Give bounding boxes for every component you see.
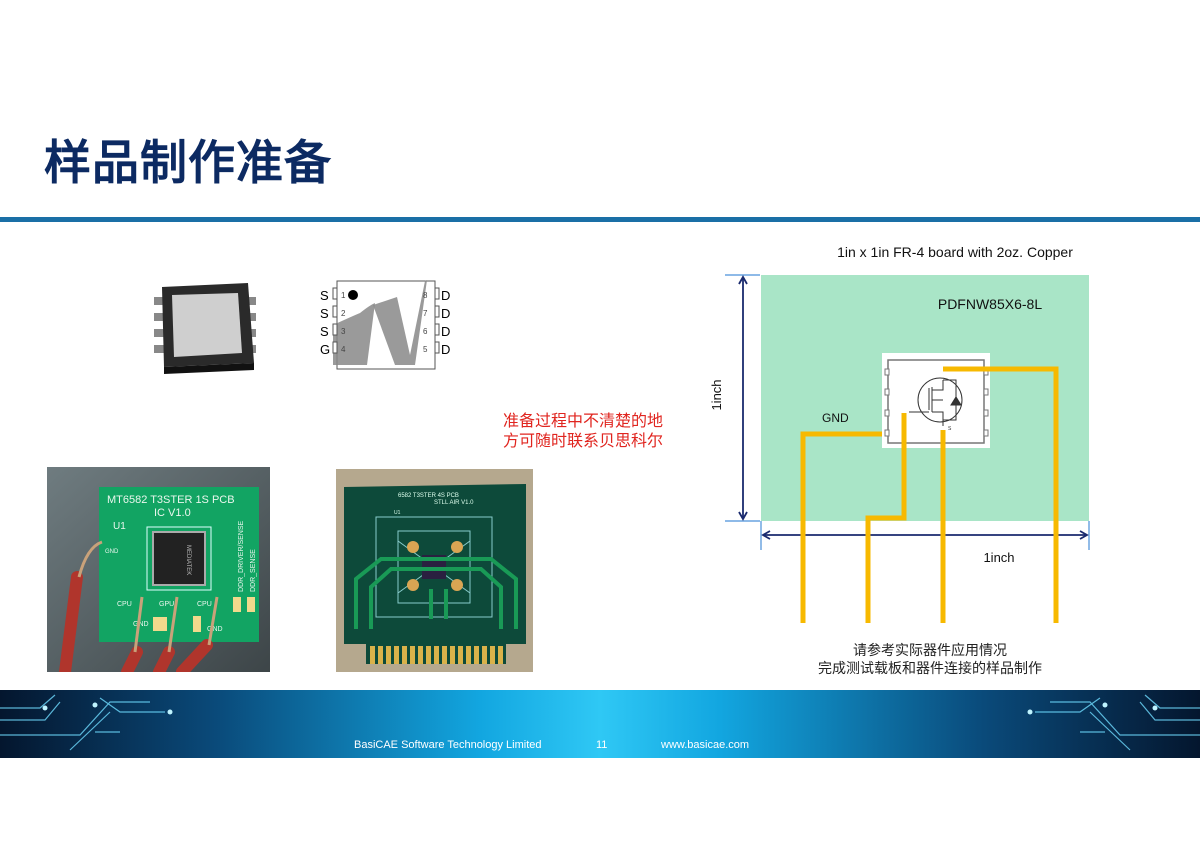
mosfet-symbol-icon: [909, 377, 963, 426]
pin-label: D: [441, 288, 450, 303]
title-divider: [0, 217, 1200, 222]
pcb1-label: MT6582 T3STER 1S PCB: [107, 494, 235, 506]
pin-number: 8: [423, 291, 428, 300]
dimension-ticks: [725, 274, 1090, 550]
pin-label: S: [320, 288, 329, 303]
slide-title: 样品制作准备: [44, 136, 332, 191]
pcb1-chip-label: MEDIATEK: [185, 545, 191, 575]
source-pin-label: S: [948, 426, 952, 432]
pin-pad: [332, 305, 338, 318]
pcb2-label: 6582 T3STER 4S PCB: [398, 493, 459, 499]
pin-label: S: [320, 324, 329, 339]
package-label: PDFNW85X6-8L: [938, 296, 1042, 312]
edge-connector-finger: [426, 646, 431, 664]
pin-label: S: [320, 306, 329, 321]
pin-label: G: [320, 342, 330, 357]
pin-number: 6: [423, 327, 428, 336]
edge-connector-finger: [490, 646, 495, 664]
caption-line-2: 完成测试载板和器件连接的样品制作: [818, 661, 1042, 677]
pin-number: 1: [341, 291, 346, 300]
caption-line-1: 请参考实际器件应用情况: [853, 643, 1007, 659]
note-line-1: 准备过程中不清楚的地: [503, 411, 664, 430]
footer-page-number: 11: [596, 739, 608, 751]
pin-number: 5: [423, 345, 428, 354]
pin-pad: [332, 323, 338, 336]
gnd-label: GND: [822, 411, 849, 425]
edge-connector-finger: [442, 646, 447, 664]
pin-label: D: [441, 324, 450, 339]
photo-pcb-quad: 6582 T3STER 4S PCB STLL AIR V1.0 U1: [336, 469, 533, 672]
pcb1-gnd: GND: [105, 549, 119, 555]
edge-connector-finger: [474, 646, 479, 664]
pcb2-u1: U1: [394, 510, 401, 516]
copper-traces: [800, 366, 1059, 623]
diagram-heading: 1in x 1in FR-4 board with 2oz. Copper: [837, 244, 1073, 260]
pin-label: D: [441, 342, 450, 357]
package-image: [154, 283, 256, 374]
edge-connector-finger: [370, 646, 375, 664]
edge-connector-finger: [402, 646, 407, 664]
pin-label: D: [441, 306, 450, 321]
pcb1-version: IC V1.0: [154, 507, 191, 519]
diagram-caption: 请参考实际器件应用情况 完成测试载板和器件连接的样品制作: [780, 642, 1080, 678]
pcb1-cpu: CPU: [117, 601, 132, 608]
note-line-2: 方可随时联系贝思科尔: [503, 431, 664, 450]
photo-pcb-single: MT6582 T3STER 1S PCB IC V1.0 U1 MEDIATEK…: [47, 467, 270, 672]
pcb1-ddr2: DDR_SENSE: [250, 549, 257, 592]
pcb2-version: STLL AIR V1.0: [434, 500, 474, 506]
pin-number: 2: [341, 309, 346, 318]
pin-number: 7: [423, 309, 428, 318]
circuit-decoration: [0, 694, 1200, 751]
edge-connector-finger: [386, 646, 391, 664]
edge-connector-finger: [434, 646, 439, 664]
pin-pad: [434, 287, 440, 300]
edge-connector-finger: [418, 646, 423, 664]
height-label: 1inch: [709, 379, 724, 410]
pcb1-u1: U1: [113, 521, 126, 532]
edge-connector-finger: [482, 646, 487, 664]
trace-drain: [943, 366, 1059, 623]
footer-banner: BasiCAE Software Technology Limited 11 w…: [0, 690, 1200, 758]
pin1-marker: [348, 290, 358, 300]
edge-connector-finger: [450, 646, 455, 664]
edge-connector-finger: [410, 646, 415, 664]
edge-connector-finger: [466, 646, 471, 664]
edge-connector-finger: [498, 646, 503, 664]
pin-number: 4: [341, 345, 346, 354]
pcb1-gnd2: GND: [133, 621, 149, 628]
pcb1-gpu: GPU: [159, 601, 174, 608]
watermark-logo: [333, 303, 375, 365]
trace-gnd: [800, 431, 882, 623]
test-board-diagram: 1in x 1in FR-4 board with 2oz. Copper PD…: [709, 244, 1090, 623]
trace-gate: [865, 413, 907, 623]
contact-note: 准备过程中不清楚的地 方可随时联系贝思科尔: [503, 411, 663, 451]
pcb1-cpu2: CPU: [197, 601, 212, 608]
edge-connector-finger: [378, 646, 383, 664]
pin-pad: [332, 341, 338, 354]
width-label: 1inch: [983, 550, 1014, 565]
pcb1-ddr1: DDR_DRIVER/SENSE: [238, 520, 245, 592]
pin-pad: [332, 287, 338, 300]
pcb1-gnd3: GND: [207, 626, 223, 633]
edge-connector-finger: [458, 646, 463, 664]
footer-url[interactable]: www.basicae.com: [661, 739, 750, 751]
pin-number: 3: [341, 327, 346, 336]
edge-connector-finger: [394, 646, 399, 664]
pin-pad: [434, 341, 440, 354]
footer-company: BasiCAE Software Technology Limited: [354, 739, 542, 751]
pin-pad: [434, 323, 440, 336]
pin-pad: [434, 305, 440, 318]
